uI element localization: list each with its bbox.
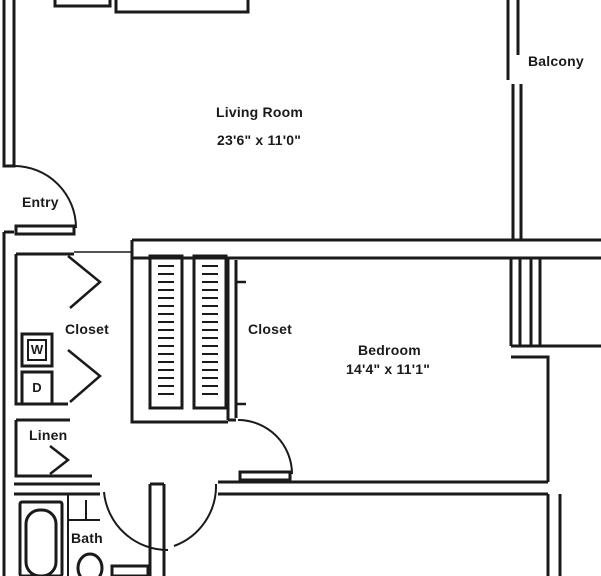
bath-top-wall	[14, 482, 100, 496]
entry-door-swing	[13, 165, 77, 229]
shelf-left	[148, 254, 184, 410]
linen-closet	[14, 418, 92, 478]
dryer-label: D	[32, 380, 42, 395]
bedroom-label: Bedroom	[358, 342, 421, 358]
closet-wall-right	[226, 258, 238, 422]
bedroom-door-panel	[238, 470, 292, 482]
bedroom-right-window	[509, 258, 601, 482]
bedroom-dimensions: 14'4" x 11'1"	[346, 361, 431, 377]
top-wall-right	[114, 0, 250, 14]
linen-label: Linen	[29, 427, 68, 443]
balcony-wall-lower	[511, 84, 523, 240]
bedroom-bottom-wall	[218, 480, 550, 576]
left-exterior-wall	[2, 0, 16, 168]
washer-inner	[27, 339, 47, 361]
hall-column	[130, 256, 228, 424]
bathtub-inner	[24, 508, 58, 576]
closet-label-left: Closet	[65, 321, 109, 337]
closet-label-bedroom: Closet	[248, 321, 292, 337]
bath-partition	[148, 482, 166, 576]
living-room-dimensions: 23'6" x 11'0"	[217, 132, 302, 148]
bedroom-door-swing	[237, 419, 293, 475]
bath-label: Bath	[71, 530, 103, 546]
living-room-label: Living Room	[216, 104, 303, 120]
bathtub	[18, 500, 64, 576]
entry-door-panel	[14, 224, 76, 236]
washer-label: W	[30, 342, 44, 357]
bath-door-swing	[103, 491, 169, 552]
shelf-right	[192, 254, 228, 410]
washer-box	[20, 332, 54, 368]
shelf-rungs	[158, 265, 218, 395]
bath-door-swing-2	[173, 483, 218, 547]
dryer-box	[20, 370, 54, 406]
balcony-wall-upper	[506, 0, 520, 80]
toilet	[76, 552, 104, 576]
top-wall-stub	[53, 0, 112, 8]
balcony-label: Balcony	[528, 53, 584, 69]
bedroom-closet-door	[236, 280, 246, 406]
closet-door-2	[67, 349, 102, 403]
closet-door-1	[67, 255, 102, 309]
bath-wall-divider	[67, 494, 100, 576]
vanity	[110, 564, 150, 576]
linen-door	[49, 445, 71, 475]
entry-label: Entry	[22, 194, 59, 210]
